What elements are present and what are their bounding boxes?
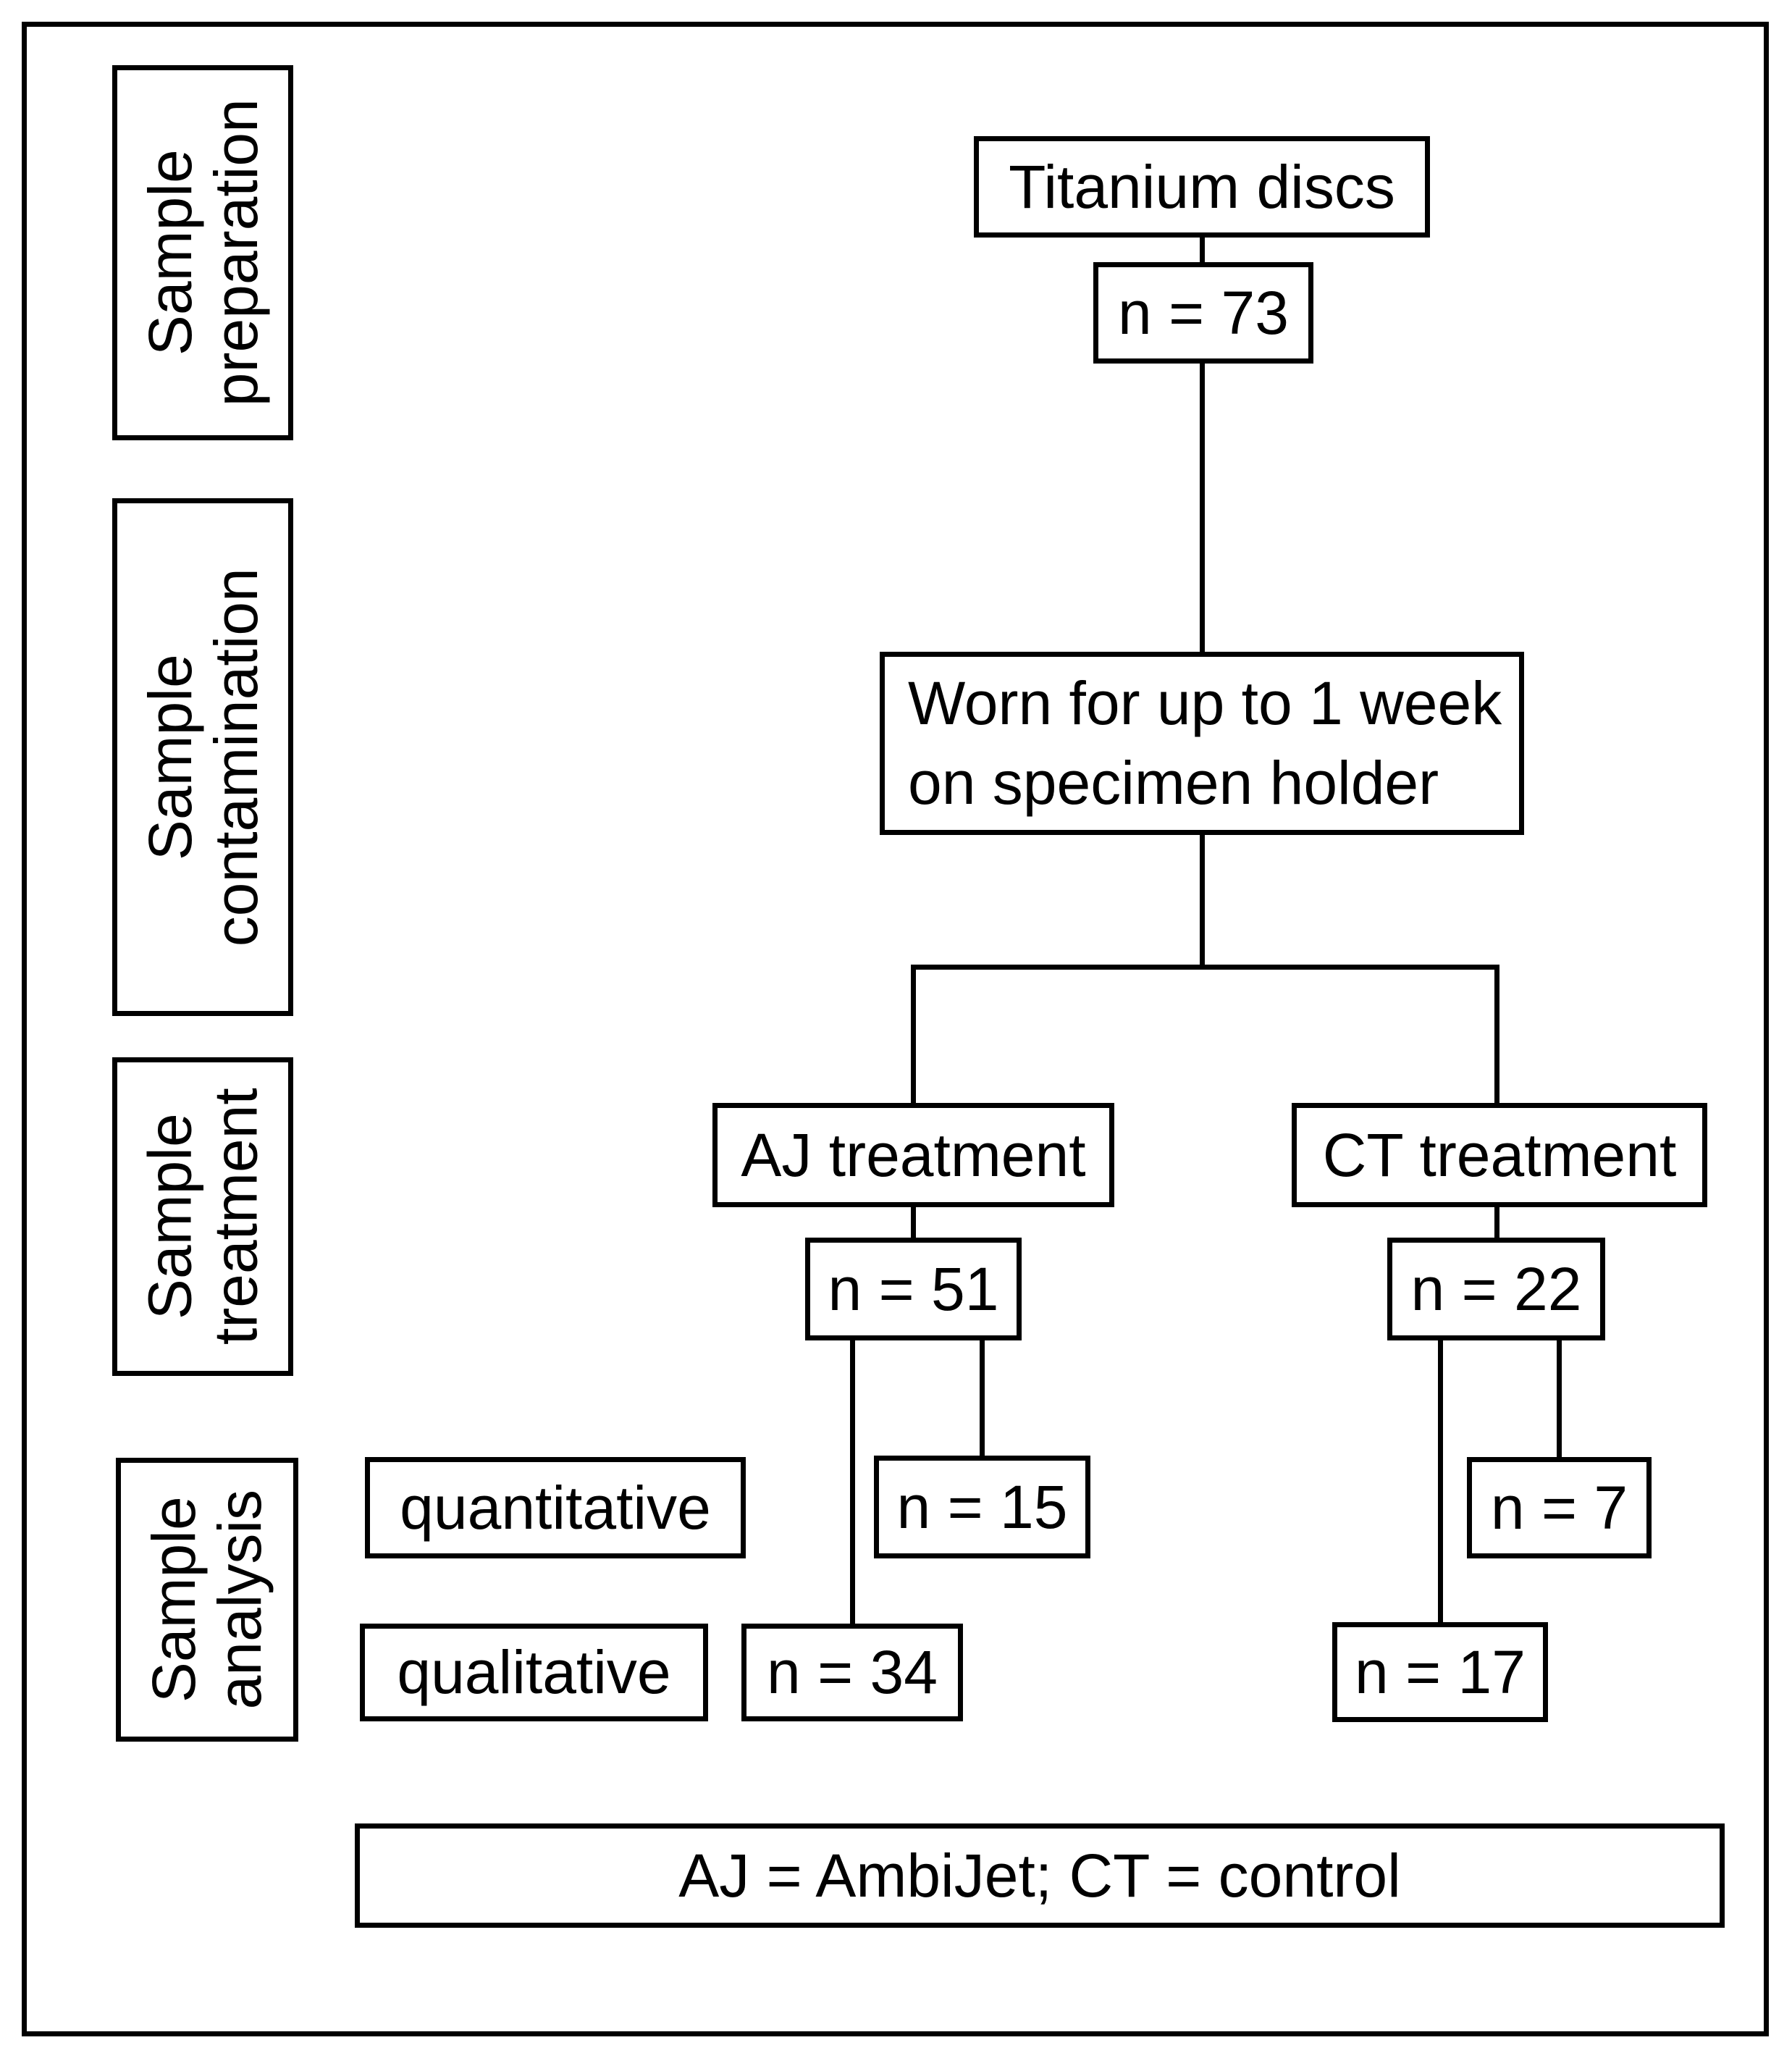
stage-label-line: Sample <box>135 654 204 860</box>
node-n-aj-label: n = 51 <box>828 1254 999 1323</box>
stage-box-sample-analysis: Sample analysis <box>116 1458 298 1742</box>
stage-box-sample-treatment: Sample treatment <box>112 1057 293 1376</box>
stage-label-line: Sample <box>140 1496 209 1703</box>
node-n-ct: n = 22 <box>1387 1238 1605 1340</box>
legend-box: AJ = AmbiJet; CT = control <box>355 1823 1725 1928</box>
node-ct-treatment-label: CT treatment <box>1322 1120 1677 1189</box>
stage-box-sample-preparation: Sample preparation <box>112 65 293 440</box>
node-titanium-discs: Titanium discs <box>974 136 1430 238</box>
node-n-total-label: n = 73 <box>1118 278 1289 347</box>
outer-frame <box>22 22 1769 2036</box>
legend-text: AJ = AmbiJet; CT = control <box>678 1841 1401 1910</box>
node-titanium-discs-label: Titanium discs <box>1009 152 1395 221</box>
node-n-ct-qualitative-label: n = 17 <box>1355 1637 1526 1706</box>
node-worn: Worn for up to 1 week on specimen holder <box>880 652 1524 835</box>
stage-label-sample-analysis: Sample analysis <box>140 1490 274 1710</box>
node-n-ct-label: n = 22 <box>1410 1254 1582 1323</box>
stage-label-line: treatment <box>201 1088 270 1346</box>
node-worn-line1: Worn for up to 1 week <box>908 669 1502 738</box>
connector-worn-to-branch <box>1200 835 1205 967</box>
connector-branch-to-ct <box>1494 965 1499 1106</box>
label-qualitative: qualitative <box>360 1624 708 1721</box>
label-quantitative-text: quantitative <box>400 1473 711 1542</box>
stage-label-line: preparation <box>201 98 269 407</box>
stage-box-sample-contamination: Sample contamination <box>112 498 293 1016</box>
connector-n73-to-worn <box>1200 362 1205 653</box>
node-n-aj-qualitative: n = 34 <box>741 1624 963 1721</box>
node-n-ct-qualitative: n = 17 <box>1332 1622 1548 1722</box>
node-aj-treatment: AJ treatment <box>712 1103 1114 1207</box>
stage-label-line: contamination <box>201 568 269 946</box>
stage-label-line: analysis <box>206 1490 274 1710</box>
connector-ct-to-n22 <box>1494 1206 1499 1241</box>
label-qualitative-text: qualitative <box>397 1638 671 1707</box>
node-aj-treatment-label: AJ treatment <box>741 1120 1086 1189</box>
stage-label-sample-preparation: Sample preparation <box>135 98 269 407</box>
node-ct-treatment: CT treatment <box>1292 1103 1707 1207</box>
connector-branch-to-aj <box>911 965 916 1106</box>
stage-label-line: Sample <box>135 149 204 356</box>
node-worn-line2: on specimen holder <box>908 748 1439 817</box>
connector-aj-to-n51 <box>911 1206 916 1241</box>
node-n-aj-quantitative: n = 15 <box>874 1456 1090 1558</box>
stage-label-sample-treatment: Sample treatment <box>135 1088 270 1346</box>
node-n-total: n = 73 <box>1093 262 1313 364</box>
connector-n22-to-n7 <box>1557 1338 1562 1460</box>
node-n-aj-quantitative-label: n = 15 <box>896 1472 1068 1541</box>
connector-n51-to-n15 <box>980 1338 985 1458</box>
node-n-ct-quantitative-label: n = 7 <box>1490 1473 1628 1542</box>
connector-n51-to-n34 <box>850 1338 855 1626</box>
label-quantitative: quantitative <box>365 1457 746 1558</box>
connector-n22-to-n17 <box>1438 1338 1443 1625</box>
connector-branch-horizontal <box>911 965 1499 970</box>
connector-titanium-to-n73 <box>1200 238 1205 265</box>
node-n-aj-qualitative-label: n = 34 <box>767 1638 938 1707</box>
node-n-ct-quantitative: n = 7 <box>1467 1457 1652 1558</box>
stage-label-line: Sample <box>135 1113 204 1320</box>
node-n-aj: n = 51 <box>805 1238 1022 1340</box>
stage-label-sample-contamination: Sample contamination <box>135 568 269 946</box>
